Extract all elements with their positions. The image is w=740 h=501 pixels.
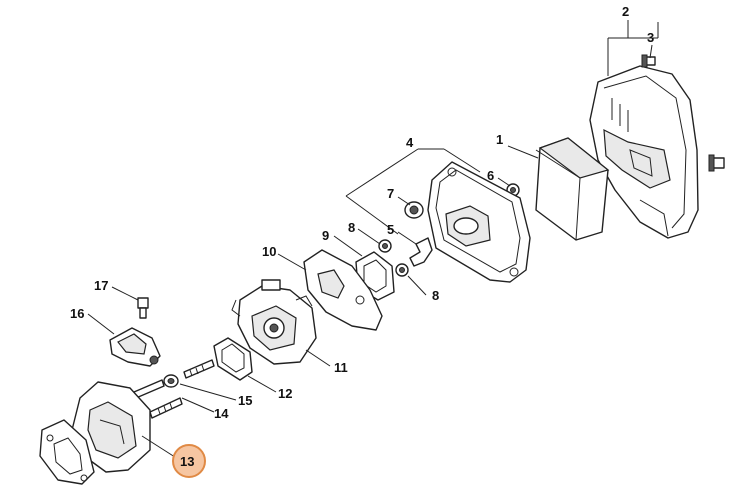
callout-7: 7: [387, 186, 394, 201]
callout-11: 11: [334, 360, 348, 375]
washer-15[interactable]: [163, 374, 179, 388]
callout-1: 1: [496, 132, 503, 147]
elbow-fitting-5[interactable]: [409, 237, 433, 267]
intake-manifold-13[interactable]: [71, 381, 151, 473]
stud-14-lower[interactable]: [149, 397, 183, 419]
stud-14-upper[interactable]: [183, 359, 215, 379]
callout-12: 12: [278, 386, 292, 401]
callout-17: 17: [94, 278, 108, 293]
air-filter-cover[interactable]: [589, 65, 699, 239]
callout-2: 2: [622, 4, 629, 19]
screw-17[interactable]: [137, 297, 149, 319]
stud-14-mid[interactable]: [133, 379, 165, 399]
gasket-12[interactable]: [213, 337, 253, 381]
callout-13-highlight[interactable]: 13: [172, 444, 206, 478]
carburetor-10[interactable]: [231, 279, 317, 365]
callout-6: 6: [487, 168, 494, 183]
cover-screw-side[interactable]: [708, 154, 725, 172]
callout-14: 14: [214, 406, 229, 421]
callout-8-lower: 8: [432, 288, 439, 303]
callout-labels: 2 3 1 4 6 7 8 5 9 10 8 17 16 11 12 15 14: [70, 4, 654, 421]
callout-5: 5: [387, 222, 394, 237]
callout-8-upper: 8: [348, 220, 355, 235]
nut-8-lower[interactable]: [395, 263, 409, 277]
leader-lines: [87, 20, 659, 460]
callout-16: 16: [70, 306, 84, 321]
cover-screw-top[interactable]: [641, 54, 656, 68]
callout-4: 4: [406, 135, 414, 150]
callout-13: 13: [180, 454, 194, 469]
callout-15: 15: [238, 393, 252, 408]
air-filter-base[interactable]: [427, 161, 531, 283]
adapter-plate-11[interactable]: [303, 249, 383, 331]
callout-9: 9: [322, 228, 329, 243]
filter-element[interactable]: [535, 137, 610, 241]
grommet-7[interactable]: [404, 201, 424, 219]
callout-3: 3: [647, 30, 654, 45]
highlight-circle: [172, 444, 206, 478]
callout-10: 10: [262, 244, 276, 259]
bracket-16[interactable]: [109, 327, 161, 367]
nut-8-upper[interactable]: [378, 239, 392, 253]
manifold-gasket[interactable]: [39, 419, 95, 485]
